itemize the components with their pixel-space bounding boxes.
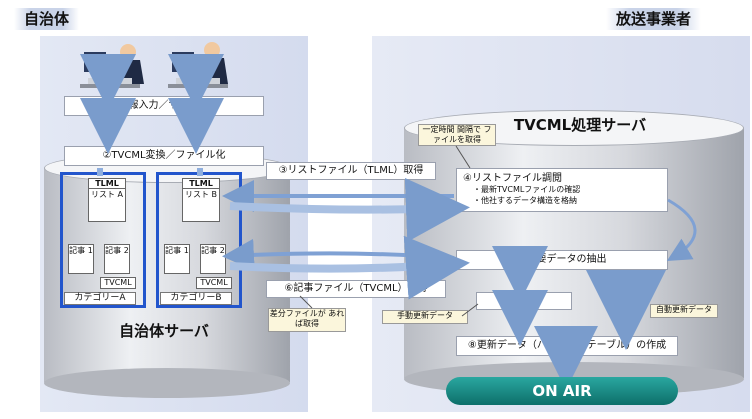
arrow-step4-to-step5 xyxy=(666,198,697,262)
list-b-doc-header: TLML xyxy=(183,179,219,189)
diff-fetch-callout: 差分ファイルが あれば取得 xyxy=(268,308,346,332)
step4-title: ④リストファイル調閲 xyxy=(463,173,562,184)
list-a-doc: TLML リスト A xyxy=(88,178,126,222)
list-b-doc: TLML リスト B xyxy=(182,178,220,222)
article1-b-doc: 記事 1 xyxy=(164,244,190,274)
on-air-banner: ON AIR xyxy=(446,377,678,405)
municipality-label: 自治体 xyxy=(14,8,80,30)
arrow-article-fetch xyxy=(222,238,455,271)
step3-box: ③リストファイル（TLML）取得 xyxy=(266,162,436,180)
article1-a-doc: 記事 1 xyxy=(68,244,94,274)
tvcml-server-title: TVCML処理サーバ xyxy=(513,116,647,134)
broadcaster-label: 放送事業者 xyxy=(606,8,702,30)
category-b-label: カテゴリーB xyxy=(160,292,232,305)
tvcml-a-label: TVCML xyxy=(100,277,136,289)
municipality-server-base xyxy=(44,368,290,398)
article2-b-doc: 記事 2 xyxy=(200,244,226,274)
step6-box: ⑥記事ファイル（TVCML）取得 xyxy=(266,280,446,298)
step4-line2: ・他社するデータ構造を格納 xyxy=(473,196,577,205)
arrow-diff-pointer xyxy=(299,295,313,309)
manual-update-callout: 手動更新データ xyxy=(382,310,468,324)
periodic-fetch-callout: 一定時間 間隔で ファイルを取得 xyxy=(418,124,496,146)
arrow-article-return xyxy=(229,235,470,300)
list-a-label: リスト A xyxy=(90,190,123,199)
category-a-label: カテゴリーA xyxy=(64,292,136,305)
arrow-list-return-top xyxy=(229,177,470,242)
municipality-server-title: 自治体サーバ xyxy=(119,322,209,340)
tvcml-b-label: TVCML xyxy=(196,277,232,289)
arrow-manual-pointer xyxy=(461,303,479,317)
list-a-doc-header: TLML xyxy=(89,179,125,189)
article2-a-doc: 記事 2 xyxy=(104,244,130,274)
step4-box: ④リストファイル調閲 ・最新TVCMLファイルの確認 ・他社するデータ構造を格納 xyxy=(456,168,668,212)
step4-line1: ・最新TVCMLファイルの確認 xyxy=(473,185,581,194)
arrow-periodic-pointer xyxy=(455,145,471,169)
list-b-label: リスト B xyxy=(184,190,218,199)
